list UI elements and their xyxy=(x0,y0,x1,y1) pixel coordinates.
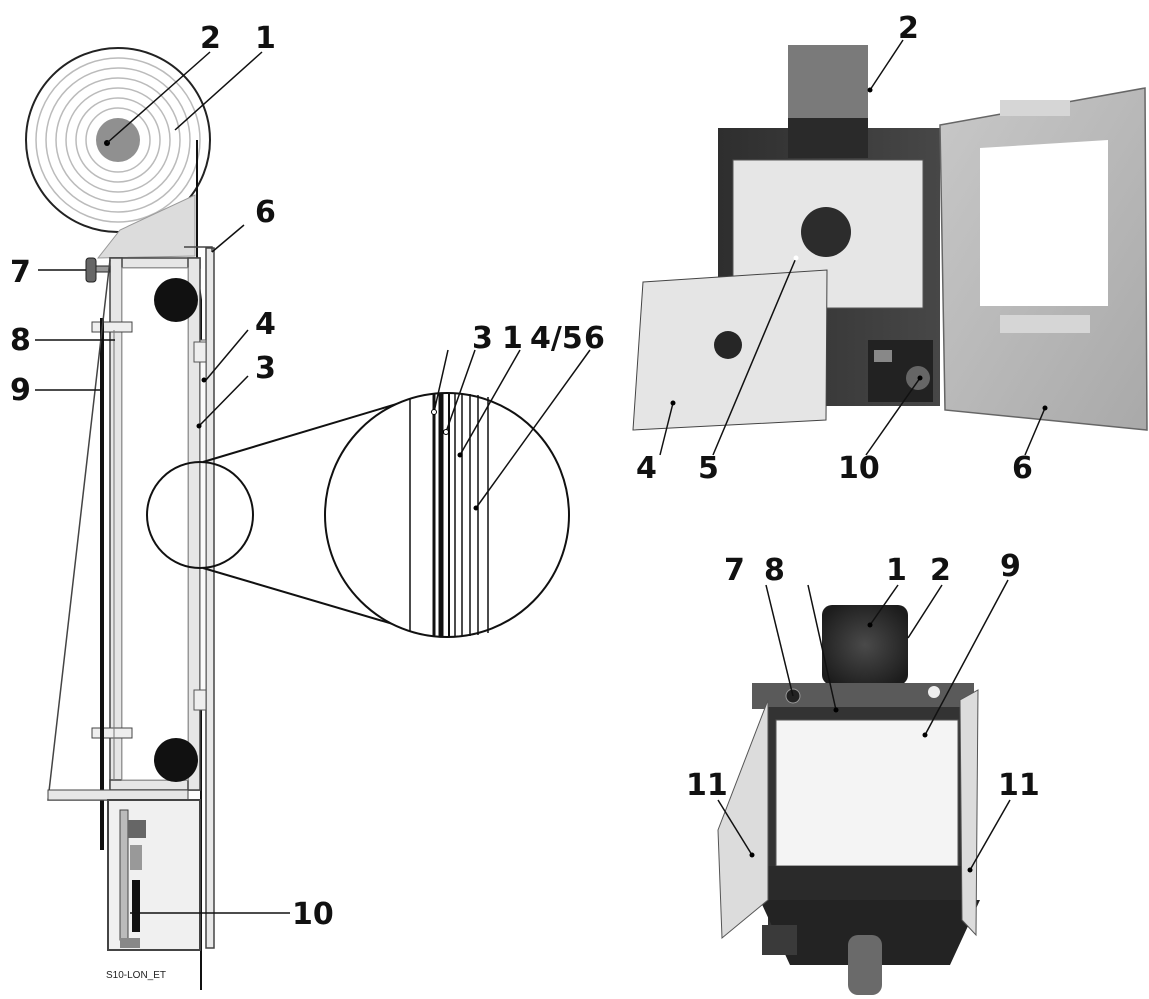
rear-view-photo: 7 8 1 2 9 11 11 xyxy=(686,549,1040,995)
label-mounting-plate: 8 xyxy=(10,323,31,358)
label-adjust-knob: 7 xyxy=(10,255,31,290)
zoom-label-6: 6 xyxy=(584,321,605,356)
cross-section-drawing: S10-LON_ET 2 1 6 7 8 9 4 3 10 xyxy=(10,21,421,990)
photo1-label-10: 10 xyxy=(838,451,880,486)
zoom-label-3: 3 xyxy=(472,321,493,356)
label-roll-core: 2 xyxy=(200,21,221,56)
zoom-label-4-5: 4/5 xyxy=(530,321,583,356)
lower-roller xyxy=(154,738,198,782)
label-face-3: 3 xyxy=(255,351,276,386)
photo1-label-4: 4 xyxy=(636,451,657,486)
photo2-label-11-left: 11 xyxy=(686,768,728,803)
label-paper-roll: 1 xyxy=(255,21,276,56)
adjust-knob xyxy=(85,257,111,283)
photo2-label-1: 1 xyxy=(886,553,907,588)
electronics-box xyxy=(107,799,201,951)
label-face-4: 4 xyxy=(255,307,276,342)
photo2-label-7: 7 xyxy=(724,553,745,588)
photo1-label-5: 5 xyxy=(698,451,719,486)
photo1-label-6: 6 xyxy=(1012,451,1033,486)
paper-roll xyxy=(25,47,211,233)
label-frame: 9 xyxy=(10,373,31,408)
detail-zoom: 3 1 4/5 6 xyxy=(324,321,605,638)
figure-code: S10-LON_ET xyxy=(106,970,166,981)
roll-core xyxy=(96,118,140,162)
photo2-label-11-right: 11 xyxy=(998,768,1040,803)
label-front-cover: 6 xyxy=(255,195,276,230)
photo2-label-9: 9 xyxy=(1000,549,1021,584)
label-electronics: 10 xyxy=(292,897,334,932)
photo2-label-2: 2 xyxy=(930,553,951,588)
upper-roller xyxy=(154,278,198,322)
photo1-label-2: 2 xyxy=(898,11,919,46)
bullseye-4 xyxy=(714,331,742,359)
photo2-label-8: 8 xyxy=(764,553,785,588)
open-cabinet-photo: 2 4 5 10 6 xyxy=(632,11,1148,486)
bullseye-5 xyxy=(801,207,851,257)
zoom-label-1: 1 xyxy=(502,321,523,356)
